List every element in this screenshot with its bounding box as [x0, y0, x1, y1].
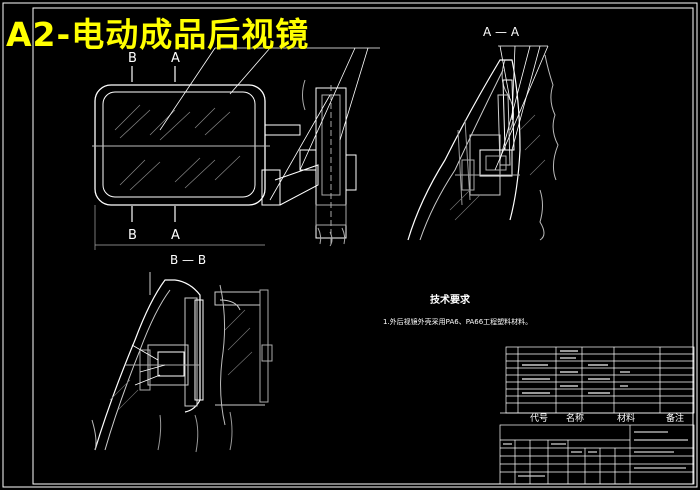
label-a-bottom: A — [171, 228, 180, 243]
col-remarks-label: 备注 — [666, 412, 684, 424]
title-block — [499, 424, 695, 485]
section-aa-view — [407, 45, 559, 241]
label-b-bottom: B — [128, 228, 137, 243]
inner-border — [32, 7, 694, 485]
col-material-label: 材料 — [617, 412, 635, 424]
col-name-label: 名称 — [566, 412, 584, 424]
label-a-top: A — [171, 51, 180, 66]
section-bb-view — [91, 272, 273, 453]
col-code-label: 代号 — [530, 413, 548, 424]
front-view — [92, 47, 380, 250]
tech-req-heading: 技术要求 — [430, 293, 471, 306]
parts-list — [500, 346, 695, 414]
drawing-title: A2-电动成品后视镜 — [6, 15, 310, 54]
section-aa-title: A — A — [483, 25, 520, 39]
tech-req-item-1: 1.外后视镜外壳采用PA6、PA66工程塑料材料。 — [383, 317, 532, 326]
label-b-top: B — [128, 51, 137, 66]
section-bb-title: B — B — [170, 253, 206, 267]
